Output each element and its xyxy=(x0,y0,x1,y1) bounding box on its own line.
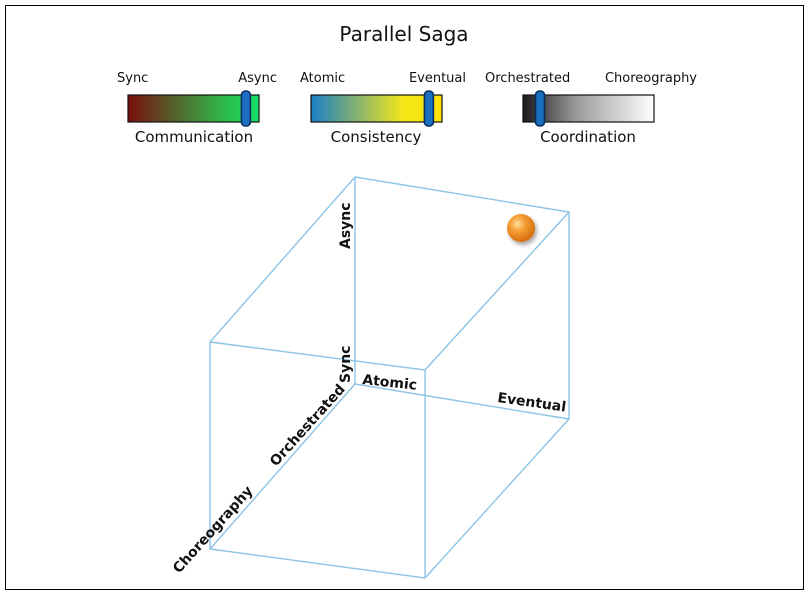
communication-right-label: Async xyxy=(238,71,277,86)
consistency-right-label: Eventual xyxy=(409,71,466,86)
coordination-slider-knob[interactable] xyxy=(534,90,546,127)
communication-left-label: Sync xyxy=(117,71,148,86)
axis-label-orchestrated: Orchestrated xyxy=(267,382,349,470)
axis-label-async: Async xyxy=(338,202,354,249)
communication-scale: Sync Async Communication xyxy=(117,71,277,146)
cube-3d xyxy=(209,176,570,579)
cube-bottom-diagonal-edge xyxy=(209,383,356,550)
axis-label-eventual: Eventual xyxy=(496,390,567,415)
axis-label-atomic: Atomic xyxy=(362,372,418,394)
coordination-left-label: Orchestrated xyxy=(485,71,570,86)
coordination-right-label: Choreography xyxy=(605,71,697,86)
axis-label-choreography: Choreography xyxy=(170,483,256,576)
consistency-left-label: Atomic xyxy=(300,71,345,86)
communication-scale-label: Communication xyxy=(135,128,253,146)
communication-slider-knob[interactable] xyxy=(240,90,252,127)
axis-label-sync: Sync xyxy=(338,346,354,383)
coordination-scale: Orchestrated Choreography Coordination xyxy=(485,71,697,146)
consistency-gradient-bar xyxy=(310,94,443,123)
diagram-title: Parallel Saga xyxy=(339,22,468,46)
coordination-scale-label: Coordination xyxy=(540,128,636,146)
consistency-scale: Atomic Eventual Consistency xyxy=(300,71,466,146)
consistency-scale-label: Consistency xyxy=(331,128,422,146)
consistency-slider-knob[interactable] xyxy=(423,90,435,127)
communication-gradient-bar xyxy=(127,94,260,123)
saga-position-marker xyxy=(507,214,535,242)
diagram-frame: Parallel Saga Sync Async Communication A… xyxy=(5,5,804,590)
saga-diagram: Parallel Saga Sync Async Communication A… xyxy=(117,22,697,579)
